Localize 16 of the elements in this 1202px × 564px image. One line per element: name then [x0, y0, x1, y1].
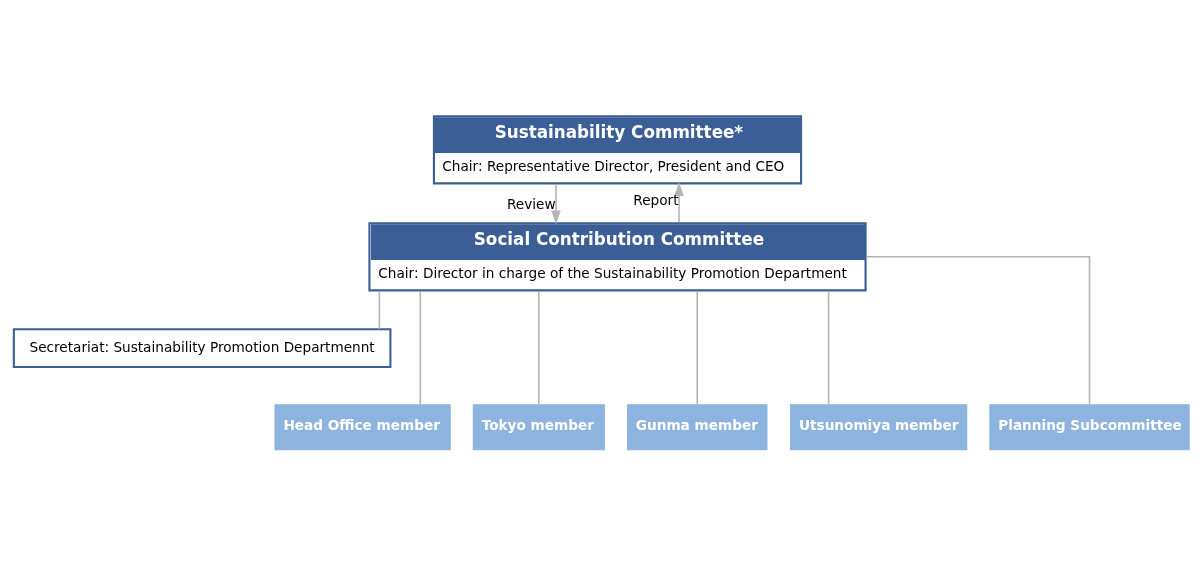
- node-box: Utsunomiya member: [789, 403, 967, 450]
- arrow: [550, 183, 561, 224]
- connector: [419, 290, 421, 405]
- node-box: Gunma member: [626, 403, 767, 450]
- edge-label: Report: [632, 191, 679, 208]
- connector: [695, 290, 698, 405]
- node-box: Head Office member: [274, 403, 451, 450]
- connector: [378, 290, 380, 330]
- arrow: [673, 181, 684, 223]
- edge-label: Review: [506, 195, 556, 212]
- node-box: Planning Subcommittee: [988, 403, 1190, 450]
- node-box: Secretariat: Sustainability Promotion Departmennt: [12, 327, 391, 368]
- connector: [865, 255, 1090, 405]
- connector: [827, 290, 829, 405]
- connector: [537, 290, 540, 405]
- node-box: Tokyo member: [472, 403, 605, 450]
